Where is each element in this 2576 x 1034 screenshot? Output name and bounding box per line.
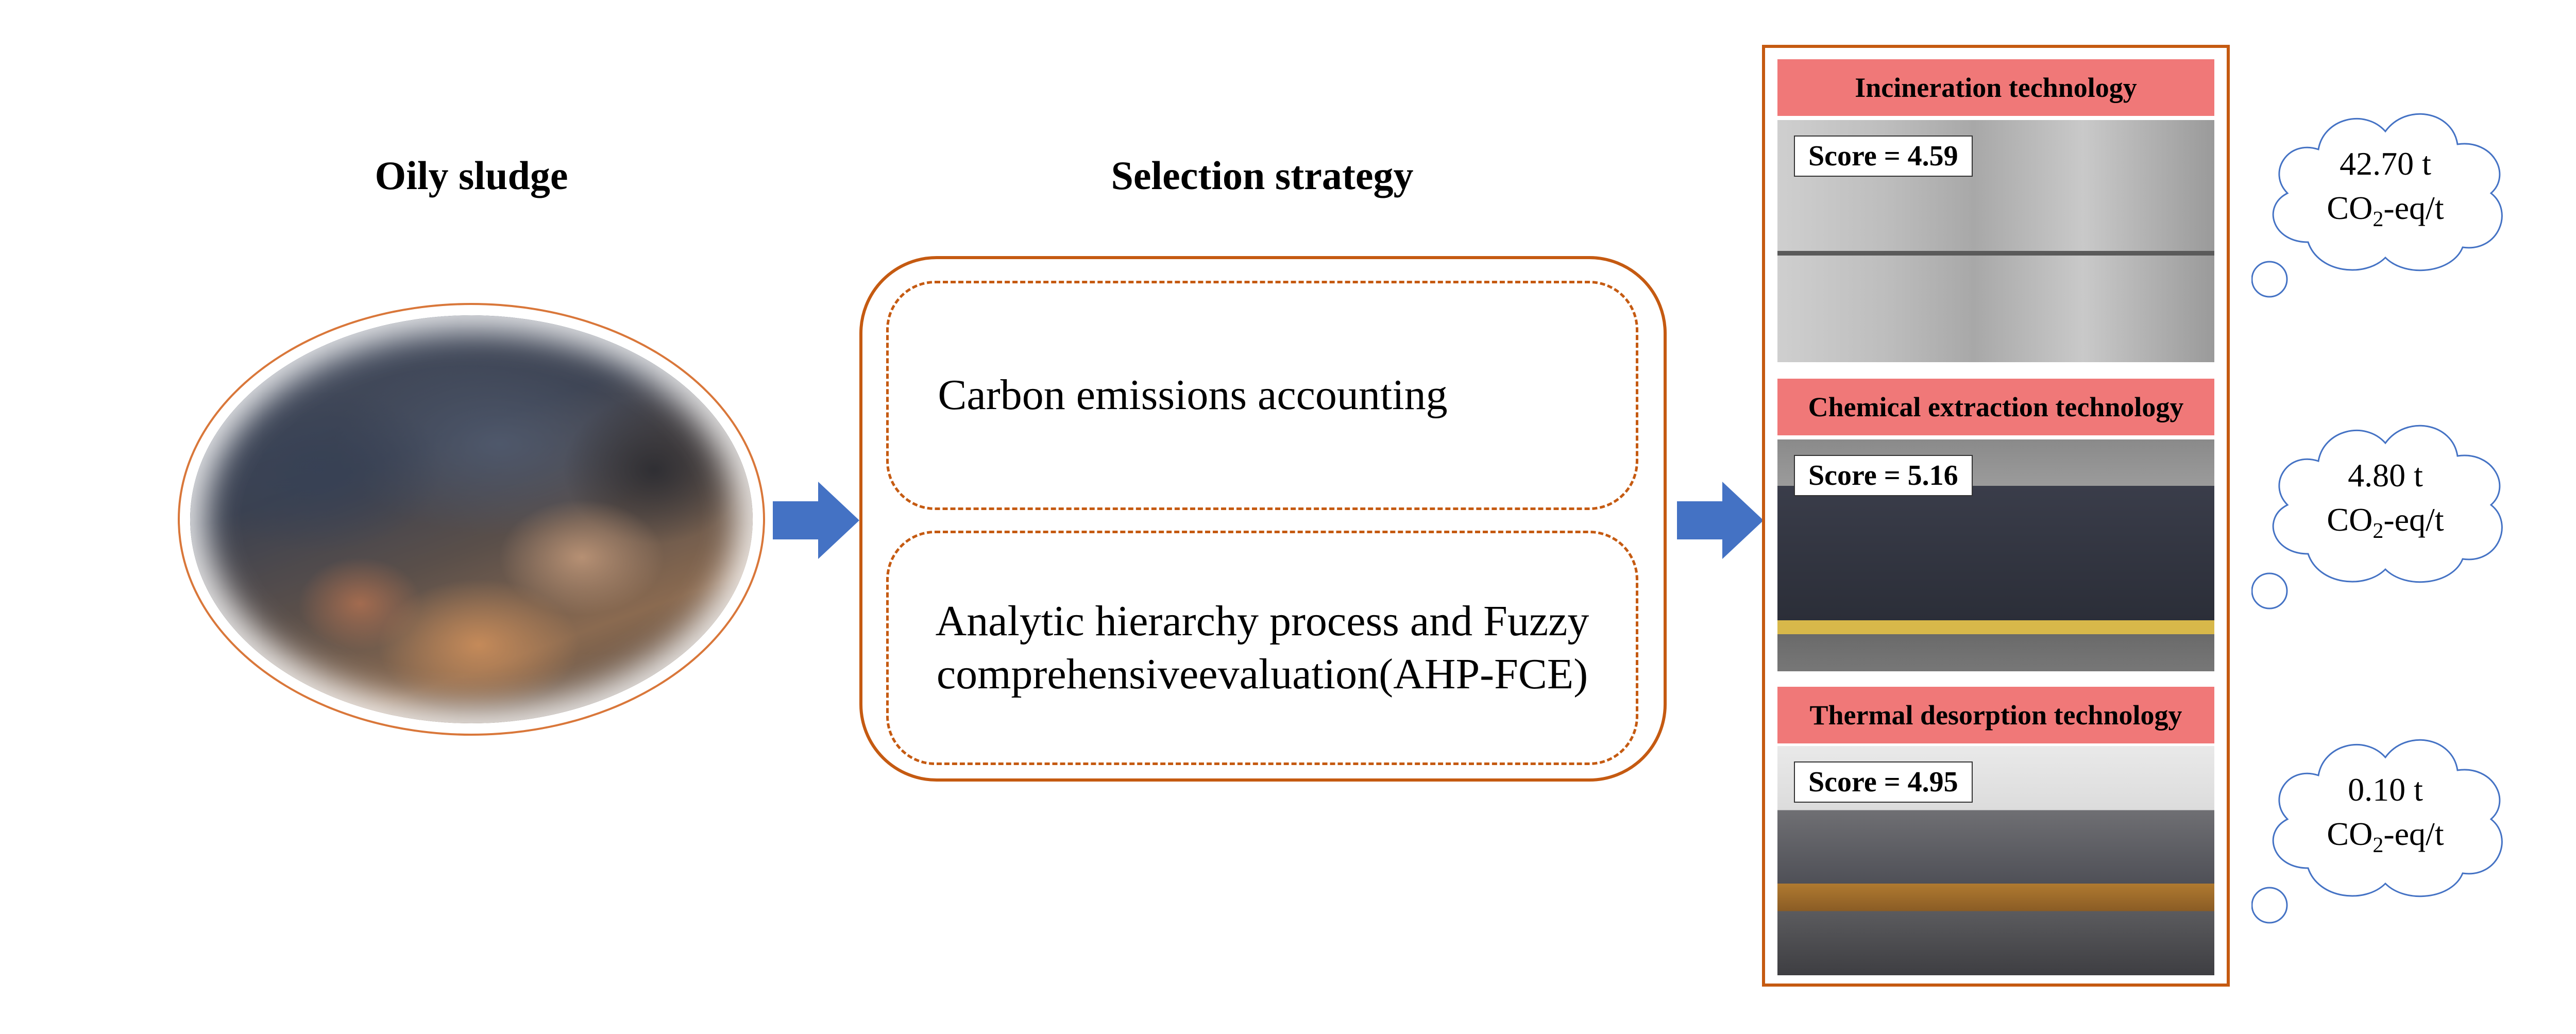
ahp-fce-label: Analytic hierarchy process and Fuzzy com… (935, 597, 1589, 698)
oily-sludge-photo (190, 315, 753, 723)
emission-unit: CO2-eq/t (2327, 816, 2444, 858)
oily-sludge-title: Oily sludge (375, 153, 568, 198)
emission-unit: CO2-eq/t (2327, 501, 2444, 544)
emission-text: 0.10 t CO2-eq/t (2251, 768, 2519, 860)
emission-cloud-incineration: 42.70 t CO2-eq/t (2251, 88, 2519, 314)
chemical-extraction-photo: Score = 5.16 (1777, 439, 2214, 671)
tech-name: Chemical extraction technology (1808, 392, 2184, 422)
emission-cloud-chemical-extraction: 4.80 t CO2-eq/t (2251, 399, 2519, 626)
incineration-photo: Score = 4.59 (1777, 120, 2214, 362)
score-label: Score = 4.59 (1794, 135, 1973, 177)
arrow-right-icon (1677, 482, 1764, 559)
emission-unit: CO2-eq/t (2327, 190, 2444, 232)
tech-header-thermal-desorption: Thermal desorption technology (1777, 687, 2214, 743)
carbon-accounting-box: Carbon emissions accounting (886, 281, 1638, 510)
selection-strategy-box (859, 256, 1667, 782)
emission-cloud-thermal-desorption: 0.10 t CO2-eq/t (2251, 714, 2519, 940)
emission-value: 42.70 t (2340, 145, 2431, 182)
emission-text: 42.70 t CO2-eq/t (2251, 142, 2519, 234)
thought-cloud-icon (2251, 113, 2503, 298)
technology-panel: Incineration technology Score = 4.59 Che… (1762, 45, 2230, 987)
thought-cloud-icon (2251, 425, 2503, 609)
tech-header-chemical-extraction: Chemical extraction technology (1777, 379, 2214, 435)
emission-text: 4.80 t CO2-eq/t (2251, 453, 2519, 546)
thought-cloud-icon (2251, 739, 2503, 924)
emission-value: 0.10 t (2348, 771, 2423, 808)
emission-value: 4.80 t (2348, 457, 2423, 494)
thermal-desorption-photo: Score = 4.95 (1777, 746, 2214, 975)
arrow-right-icon (773, 482, 859, 559)
selection-strategy-title: Selection strategy (1111, 153, 1414, 198)
oily-sludge-photo-frame (178, 303, 765, 736)
tech-name: Thermal desorption technology (1809, 700, 2182, 731)
carbon-accounting-label: Carbon emissions accounting (938, 371, 1448, 419)
score-label: Score = 5.16 (1794, 455, 1973, 496)
ahp-fce-box: Analytic hierarchy process and Fuzzy com… (886, 531, 1638, 765)
tech-header-incineration: Incineration technology (1777, 59, 2214, 116)
score-label: Score = 4.95 (1794, 761, 1973, 803)
tech-name: Incineration technology (1855, 72, 2137, 103)
